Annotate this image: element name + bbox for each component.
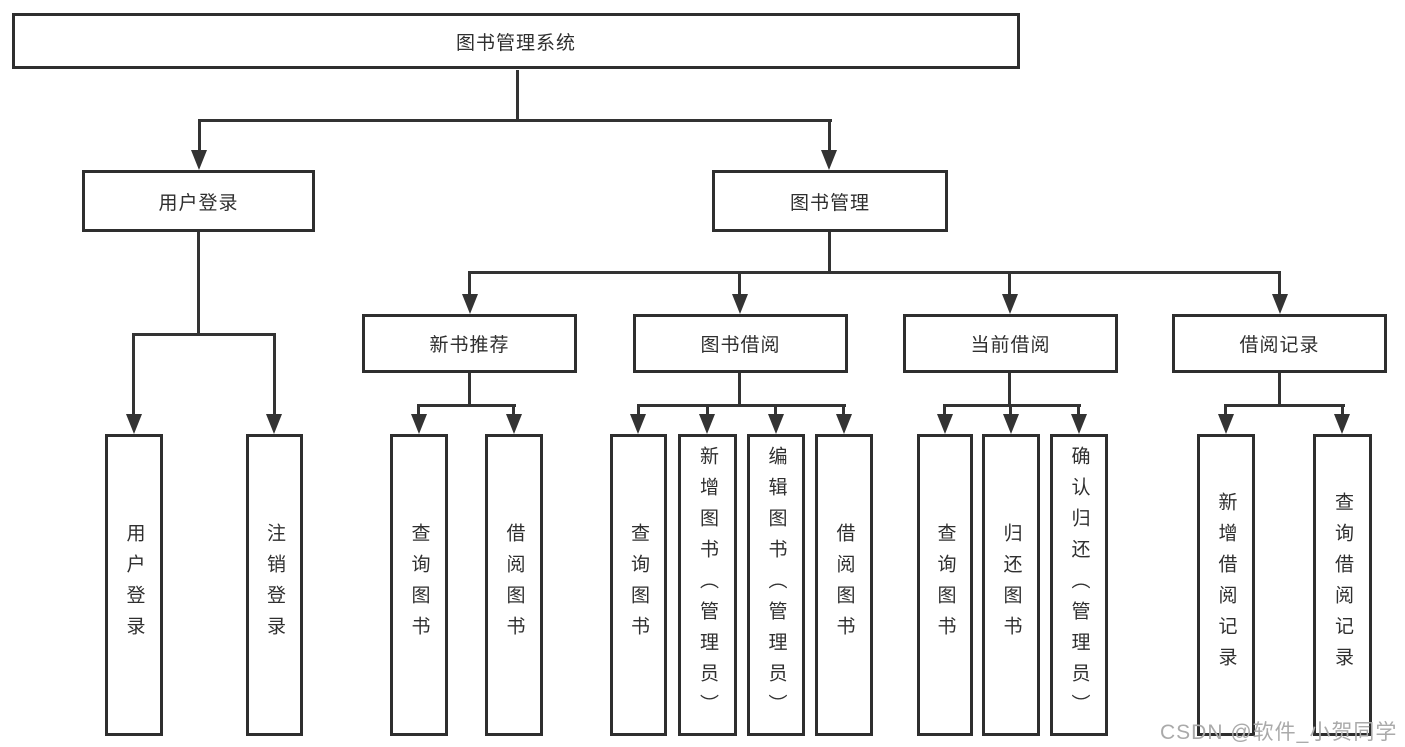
leaf-query-books-recommend-label: 查询图书 [408, 523, 430, 647]
arrow-down-icon [937, 414, 953, 434]
node-book-borrowing-label: 图书借阅 [700, 335, 781, 356]
connector-vline [828, 232, 831, 274]
connector-hline [198, 119, 832, 122]
leaf-query-borrow-record-label: 查询借阅记录 [1332, 492, 1353, 678]
leaf-confirm-return-admin-label: 确认归还（管理员） [1068, 445, 1090, 725]
arrow-down-icon [836, 414, 852, 434]
connector-hline [637, 404, 846, 407]
leaf-confirm-return-admin: 确认归还（管理员） [1050, 434, 1108, 736]
arrow-down-icon [1003, 414, 1019, 434]
node-current-borrowing: 当前借阅 [903, 314, 1118, 373]
arrow-down-icon [191, 150, 207, 170]
leaf-edit-book-admin-label: 编辑图书（管理员） [765, 445, 787, 725]
leaf-borrow-books: 借阅图书 [815, 434, 873, 736]
leaf-query-books-current: 查询图书 [917, 434, 973, 736]
connector-hline [468, 271, 1281, 274]
node-new-book-recommendation-label: 新书推荐 [429, 335, 510, 356]
leaf-add-book-admin: 新增图书（管理员） [678, 434, 737, 736]
leaf-borrow-books-label: 借阅图书 [833, 523, 855, 647]
arrow-down-icon [699, 414, 715, 434]
arrow-down-icon [821, 150, 837, 170]
leaf-add-borrow-record-label: 新增借阅记录 [1215, 492, 1237, 678]
connector-vline [842, 404, 845, 420]
arrow-down-icon [411, 414, 427, 434]
arrow-down-icon [630, 414, 646, 434]
connector-vline [197, 232, 200, 335]
leaf-return-book: 归还图书 [982, 434, 1040, 736]
leaf-logout: 注销登录 [246, 434, 303, 736]
leaf-logout-label: 注销登录 [264, 523, 285, 647]
leaf-query-books-current-label: 查询图书 [934, 523, 956, 647]
connector-vline [1341, 404, 1344, 420]
node-current-borrowing-label: 当前借阅 [970, 335, 1051, 356]
leaf-user-login: 用户登录 [105, 434, 163, 736]
leaf-borrow-books-recommend-label: 借阅图书 [503, 523, 525, 647]
arrow-down-icon [126, 414, 142, 434]
connector-vline [468, 271, 471, 299]
connector-vline [1278, 372, 1281, 407]
arrow-down-icon [1272, 294, 1288, 314]
node-borrowing-records: 借阅记录 [1172, 314, 1387, 373]
node-borrowing-records-label: 借阅记录 [1239, 335, 1320, 356]
connector-hline [417, 404, 516, 407]
node-root: 图书管理系统 [12, 13, 1020, 69]
connector-vline [943, 404, 946, 420]
connector-vline [468, 372, 471, 407]
connector-vline [516, 70, 519, 120]
leaf-add-borrow-record: 新增借阅记录 [1197, 434, 1255, 736]
connector-vline [1224, 404, 1227, 420]
connector-vline [1009, 404, 1012, 420]
connector-vline [706, 404, 709, 420]
connector-vline [1008, 372, 1011, 407]
leaf-return-book-label: 归还图书 [1000, 523, 1022, 647]
connector-vline [828, 119, 831, 155]
arrow-down-icon [462, 294, 478, 314]
arrow-down-icon [1334, 414, 1350, 434]
arrow-down-icon [732, 294, 748, 314]
arrow-down-icon [768, 414, 784, 434]
node-root-label: 图书管理系统 [455, 32, 576, 54]
connector-vline [512, 404, 515, 420]
connector-vline [273, 333, 276, 415]
node-user-login-label: 用户登录 [158, 192, 239, 214]
leaf-borrow-books-recommend: 借阅图书 [485, 434, 543, 736]
node-book-management-label: 图书管理 [789, 192, 870, 214]
connector-vline [1278, 271, 1281, 299]
connector-vline [417, 404, 420, 420]
connector-vline [738, 372, 741, 407]
leaf-query-books-borrow: 查询图书 [610, 434, 667, 736]
connector-vline [637, 404, 640, 420]
arrow-down-icon [1071, 414, 1087, 434]
node-book-management: 图书管理 [712, 170, 948, 232]
arrow-down-icon [1002, 294, 1018, 314]
arrow-down-icon [506, 414, 522, 434]
arrow-down-icon [266, 414, 282, 434]
connector-hline [1224, 404, 1345, 407]
arrow-down-icon [1218, 414, 1234, 434]
connector-vline [774, 404, 777, 420]
leaf-user-login-label: 用户登录 [123, 523, 145, 647]
connector-vline [738, 271, 741, 299]
connector-hline [943, 404, 1081, 407]
csdn-watermark: CSDN @软件_小贺同学 [1160, 721, 1398, 744]
leaf-query-books-borrow-label: 查询图书 [628, 523, 649, 647]
leaf-query-borrow-record: 查询借阅记录 [1313, 434, 1372, 736]
connector-vline [1077, 404, 1080, 420]
node-new-book-recommendation: 新书推荐 [362, 314, 577, 373]
leaf-query-books-recommend: 查询图书 [390, 434, 448, 736]
connector-vline [198, 119, 201, 155]
node-book-borrowing: 图书借阅 [633, 314, 848, 373]
connector-hline [132, 333, 276, 336]
leaf-add-book-admin-label: 新增图书（管理员） [697, 445, 718, 725]
leaf-edit-book-admin: 编辑图书（管理员） [747, 434, 805, 736]
node-user-login: 用户登录 [82, 170, 315, 232]
connector-vline [1008, 271, 1011, 299]
connector-vline [132, 333, 135, 415]
